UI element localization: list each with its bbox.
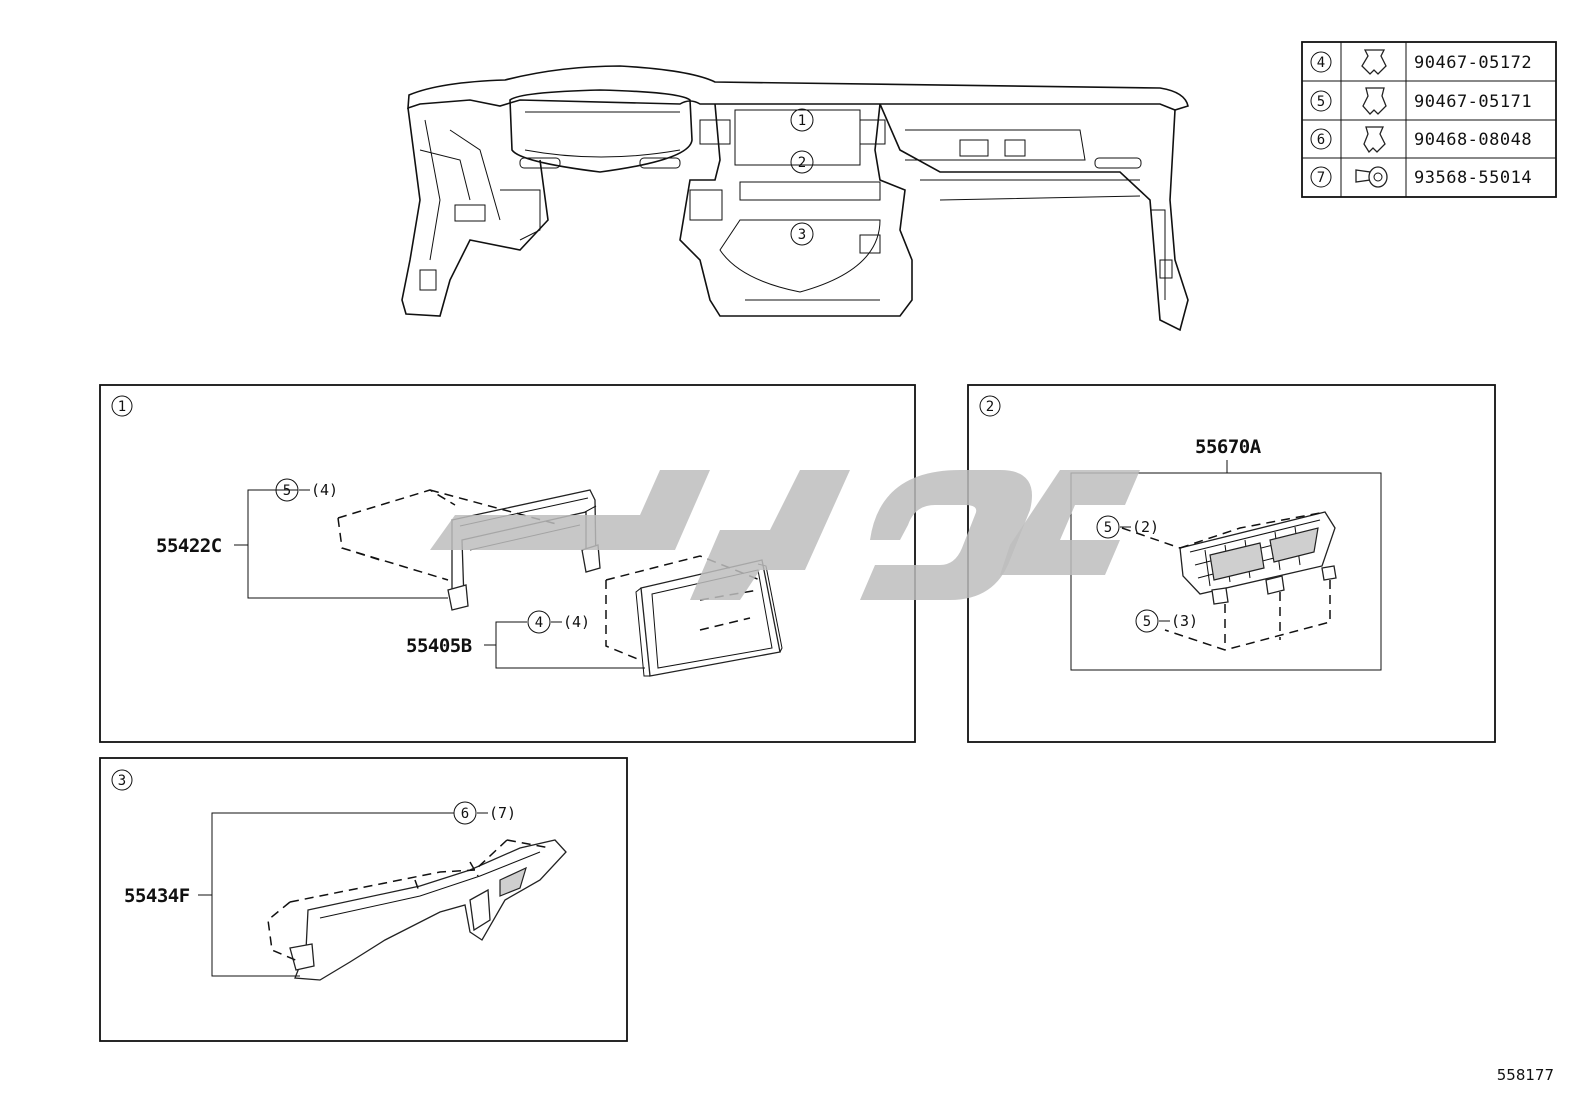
clip-icon (1361, 49, 1387, 75)
svg-text:55405B: 55405B (406, 635, 472, 657)
svg-text:90468-08048: 90468-08048 (1414, 130, 1532, 150)
svg-text:(7): (7) (489, 804, 516, 822)
lower-center-cover (289, 839, 567, 981)
svg-text:5: 5 (1317, 94, 1325, 110)
svg-text:90467-05171: 90467-05171 (1414, 92, 1532, 112)
detail-2-box: 2 55670A 5 (2) 5 (967, 384, 1496, 743)
fastener-callout: 6 (7) (453, 801, 516, 825)
fastener-dashes (605, 555, 761, 661)
svg-text:4: 4 (1317, 55, 1325, 71)
overview-callout-3: 3 (790, 222, 814, 246)
svg-text:2: 2 (798, 155, 806, 171)
svg-text:4: 4 (535, 615, 543, 631)
illustration-number: 558177 (1497, 1066, 1554, 1084)
svg-text:(4): (4) (311, 481, 338, 499)
svg-text:5: 5 (283, 483, 291, 499)
svg-text:55434F: 55434F (124, 885, 190, 907)
fastener-table: 4 90467-05172 5 90467-05171 6 90468-0804… (1301, 41, 1557, 198)
svg-text:(4): (4) (563, 613, 590, 631)
fastener-dashes (337, 489, 561, 581)
fastener-callout: 5 (3) (1135, 609, 1198, 633)
svg-text:6: 6 (461, 806, 469, 822)
overview-callout-1: 1 (790, 108, 814, 132)
fastener-row: 5 90467-05171 (1310, 87, 1532, 115)
fastener-row: 4 90467-05172 (1310, 49, 1532, 75)
fastener-row: 6 90468-08048 (1310, 126, 1532, 154)
svg-text:93568-55014: 93568-55014 (1414, 168, 1532, 188)
watermark-logo (430, 470, 1140, 600)
svg-text:1: 1 (118, 399, 126, 415)
fastener-dashes (1121, 511, 1331, 651)
svg-text:90467-05172: 90467-05172 (1414, 53, 1532, 73)
fastener-dashes (267, 839, 551, 963)
clip-icon (1363, 126, 1386, 154)
part-label-55422C: 55422C (156, 489, 448, 599)
svg-text:55670A: 55670A (1195, 436, 1262, 458)
instrument-panel-overview: 1 2 3 (401, 65, 1189, 332)
detail-3-box: 3 55434F 6 (7) (99, 757, 628, 1042)
fastener-row: 7 93568-55014 (1310, 166, 1532, 188)
svg-text:5: 5 (1104, 520, 1112, 536)
screw-icon (1355, 166, 1388, 188)
svg-text:(2): (2) (1132, 518, 1159, 536)
svg-text:3: 3 (118, 773, 126, 789)
svg-text:(3): (3) (1171, 612, 1198, 630)
svg-text:3: 3 (798, 227, 806, 243)
svg-text:7: 7 (1317, 170, 1325, 186)
svg-text:6: 6 (1317, 132, 1325, 148)
fastener-callout: 5 (2) (1096, 515, 1159, 539)
svg-text:2: 2 (986, 399, 994, 415)
overview-callout-2: 2 (790, 150, 814, 174)
part-label-55434F: 55434F (124, 812, 454, 977)
part-label-55670A: 55670A (1195, 436, 1262, 473)
fastener-callout: 5 (4) (275, 478, 338, 502)
clip-icon (1362, 87, 1387, 115)
center-air-register (1179, 511, 1337, 605)
svg-text:55422C: 55422C (156, 535, 222, 557)
fastener-callout: 4 (4) (527, 610, 590, 634)
part-label-55405B: 55405B (406, 621, 645, 669)
svg-text:1: 1 (798, 113, 806, 129)
svg-text:5: 5 (1143, 614, 1151, 630)
